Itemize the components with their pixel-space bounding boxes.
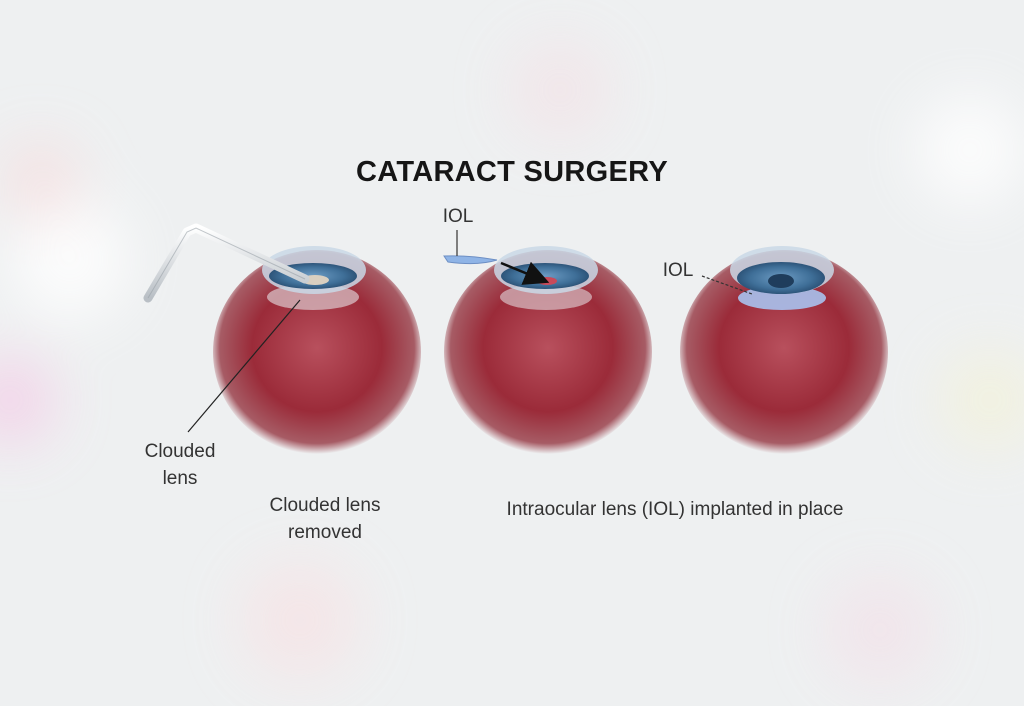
eye-iol-insertion	[443, 230, 652, 454]
iol-top-label: IOL	[442, 206, 474, 227]
eyeball-2	[444, 250, 652, 454]
eyeball-1	[213, 250, 421, 454]
insertion-arrow	[500, 261, 550, 285]
page-title: CATARACT SURGERY	[356, 156, 668, 188]
clouded-lens-removed-label: Clouded lens removed	[269, 495, 381, 543]
iol-right-pointer	[701, 275, 753, 295]
iol-implant-free	[443, 255, 498, 265]
iol-implanted-label: Intraocular lens (IOL) implanted in plac…	[506, 499, 844, 520]
pupil-3	[768, 274, 794, 288]
iol-right-label: IOL	[662, 260, 694, 281]
eyeball-3	[680, 250, 888, 454]
eye-iol-implanted	[680, 246, 888, 454]
iris-2	[501, 263, 589, 289]
clouded-lens-pointer	[187, 299, 301, 433]
eye-clouded-lens	[143, 223, 421, 454]
clouded-lens-label: Clouded lens	[144, 441, 216, 489]
